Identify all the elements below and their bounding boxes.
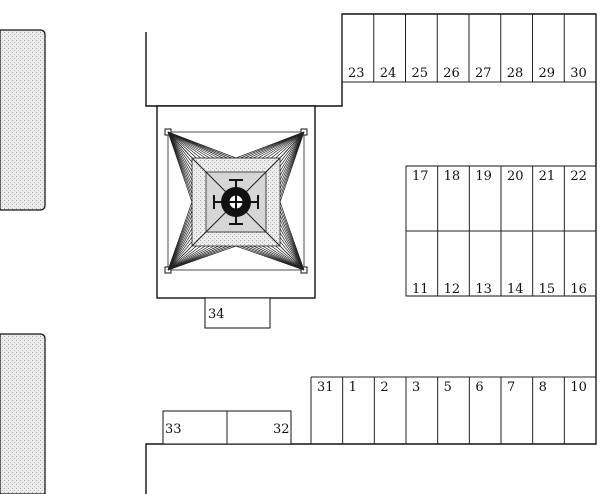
- stall-13: 13: [468, 231, 492, 297]
- stall-label-22: 22: [570, 169, 587, 184]
- stall-label-12: 12: [444, 282, 461, 297]
- stall-label-10: 10: [570, 380, 587, 395]
- stall-label-33: 33: [165, 422, 182, 437]
- stall-12: 12: [437, 231, 461, 297]
- stall-30: 30: [563, 14, 587, 82]
- left-block-upper: [0, 29, 46, 211]
- stall-label-7: 7: [507, 380, 515, 395]
- stall-24: 24: [373, 14, 397, 82]
- stall-1: 1: [342, 377, 357, 444]
- top-row-stalls: 23 24 25 26 27 28 29 30: [341, 14, 597, 83]
- stall-label-30: 30: [570, 66, 587, 81]
- stall-label-29: 29: [539, 66, 556, 81]
- stall-17: 17: [405, 166, 429, 231]
- stall-label-19: 19: [475, 169, 492, 184]
- left-block-lower: [0, 333, 46, 494]
- middle-stall-block: 17 18 19 20 21 22 11 12 13 14 15 16: [405, 165, 597, 297]
- stall-label-16: 16: [570, 282, 587, 297]
- tower-icon: [156, 105, 316, 299]
- stall-20: 20: [500, 166, 524, 231]
- stall-label-17: 17: [412, 169, 429, 184]
- stall-label-15: 15: [539, 282, 556, 297]
- stall-label-31: 31: [317, 380, 334, 395]
- stall-25: 25: [405, 14, 429, 82]
- stall-label-8: 8: [539, 380, 547, 395]
- stall-26: 26: [436, 14, 460, 82]
- stall-15: 15: [532, 231, 556, 297]
- stall-label-23: 23: [348, 66, 365, 81]
- stall-5: 5: [437, 377, 452, 444]
- stall-label-18: 18: [444, 169, 461, 184]
- stall-16: 16: [563, 231, 587, 297]
- stall-label-26: 26: [443, 66, 460, 81]
- stall-label-25: 25: [412, 66, 429, 81]
- stall-19: 19: [468, 166, 492, 231]
- stall-23: 23: [341, 14, 365, 82]
- stall-label-20: 20: [507, 169, 524, 184]
- bottom-left-stalls: 33 32: [162, 410, 292, 445]
- stall-18: 18: [437, 166, 461, 231]
- stall-14: 14: [500, 231, 524, 297]
- stall-3: 3: [405, 377, 420, 444]
- stall-label-5: 5: [444, 380, 452, 395]
- stall-label-24: 24: [380, 66, 397, 81]
- stall-27: 27: [468, 14, 492, 82]
- stall-29: 29: [532, 14, 556, 82]
- stall-31: 31: [310, 377, 334, 444]
- stall-11: 11: [405, 231, 429, 297]
- stall-10: 10: [563, 377, 587, 444]
- stall-label-2: 2: [380, 380, 388, 395]
- stall-label-13: 13: [475, 282, 492, 297]
- stall-label-32: 32: [273, 422, 290, 437]
- stall-6: 6: [468, 377, 484, 444]
- stall-21: 21: [532, 166, 556, 231]
- stall-label-34: 34: [208, 307, 225, 322]
- stall-34: 34: [204, 297, 271, 329]
- stall-7: 7: [500, 377, 515, 444]
- stall-22: 22: [563, 166, 587, 231]
- stall-label-14: 14: [507, 282, 524, 297]
- stall-label-1: 1: [349, 380, 357, 395]
- stall-label-27: 27: [475, 66, 492, 81]
- stall-label-21: 21: [539, 169, 556, 184]
- stall-2: 2: [373, 377, 389, 444]
- bottom-row-stalls: 31 1 2 3 5 6 7 8 10: [310, 376, 597, 444]
- stall-28: 28: [500, 14, 524, 82]
- stall-label-11: 11: [412, 282, 429, 297]
- stall-label-28: 28: [507, 66, 524, 81]
- stall-label-3: 3: [412, 380, 420, 395]
- stall-8: 8: [532, 377, 547, 444]
- stall-label-6: 6: [475, 380, 483, 395]
- outer-wall-bottom: [145, 443, 163, 494]
